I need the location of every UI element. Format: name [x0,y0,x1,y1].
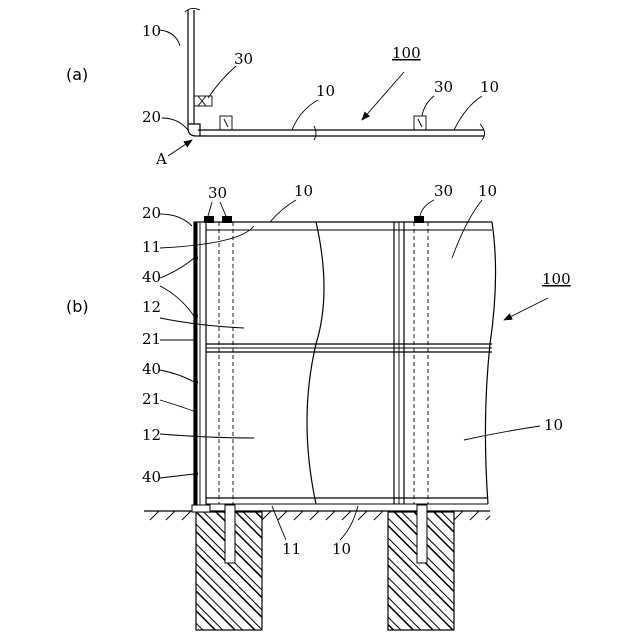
leader-bracket-right [420,200,434,216]
ref-panel-top: 10 [294,182,313,200]
panel-a-leader-bracket-2 [422,96,434,116]
ref-panel-bottom: 10 [332,540,351,558]
ref-frame-bottom: 11 [282,540,301,558]
ref-sheet-lower: 12 [142,426,161,444]
fastener-dot [194,256,198,260]
leader-post [160,214,192,226]
ref-panel-top-right: 10 [478,182,497,200]
panel-a-arrow-view [168,140,192,156]
ref-post: 20 [142,204,161,222]
ref-bracket-right: 30 [434,182,453,200]
ref-joint-1: 21 [142,330,161,348]
bracket-top-left-1 [204,216,214,223]
ref-panel-right: 10 [544,416,563,434]
anchor-right [417,505,427,563]
leader-sheet-lower [160,434,254,438]
panel-a-vertical-wall [185,8,200,136]
panel-a-ref-panel-right: 10 [480,78,499,96]
panel-a-bracket-left [220,116,232,130]
anchor-left [225,505,235,563]
panel-b-label: (b) [66,297,89,316]
panel-a-ref-panel: 10 [142,22,161,40]
ref-fastener-2: 40 [142,360,161,378]
leader-frame [160,226,254,248]
panel-a-ref-bracket: 30 [234,50,253,68]
leader-panel-right [464,426,540,440]
leader-panel-top [270,200,296,222]
leader-fastener-2 [160,370,194,382]
ref-bracket-left: 30 [208,184,227,202]
ref-frame: 11 [142,238,161,256]
ref-fastener-3: 40 [142,468,161,486]
leader-fastener-3 [160,474,194,478]
panel-a-bracket-right [414,116,426,130]
leader-bracket-left-1 [208,202,212,216]
panel-a-leader-corner [162,118,188,130]
panel-a-ref-bracket-2: 30 [434,78,453,96]
panel-b: (b) [66,182,571,630]
bracket-top-right [414,216,424,223]
leader-joint-2 [160,400,196,412]
ref-joint-2: 21 [142,390,161,408]
leader-fastener-1b [160,286,194,316]
panel-a-bracket-vertical [194,96,212,106]
panel-a-leader-panel-mid [292,100,318,130]
panel-a-leader-panel [160,30,180,46]
fastener-dot [194,380,198,384]
panel-a-horizontal-wall [196,124,485,140]
leader-panel-top-right [452,200,482,258]
panel-a-leader-bracket [208,66,236,98]
panel-a-ref-corner: 20 [142,108,161,126]
leader-fastener-1a [160,258,194,278]
ref-sheet-upper: 12 [142,298,161,316]
panel-a: (a) 10 30 [66,8,499,168]
panel-a-ref-assembly: 100 [392,44,421,62]
bracket-top-left-2 [222,216,232,223]
ref-fastener-1: 40 [142,268,161,286]
panel-a-arrow-assembly [362,72,404,120]
ref-assembly: 100 [542,270,571,288]
panel-a-ref-panel-mid: 10 [316,82,335,100]
leader-bracket-left-2 [220,202,226,216]
wall-panel [206,222,496,504]
fastener-dot [194,314,198,318]
fastener-dot [194,472,198,476]
panel-a-label: (a) [66,65,88,84]
corner-post [192,222,210,512]
panel-a-leader-panel-right [454,96,482,130]
arrow-assembly [504,298,548,320]
panel-a-ref-view: A [155,150,167,168]
